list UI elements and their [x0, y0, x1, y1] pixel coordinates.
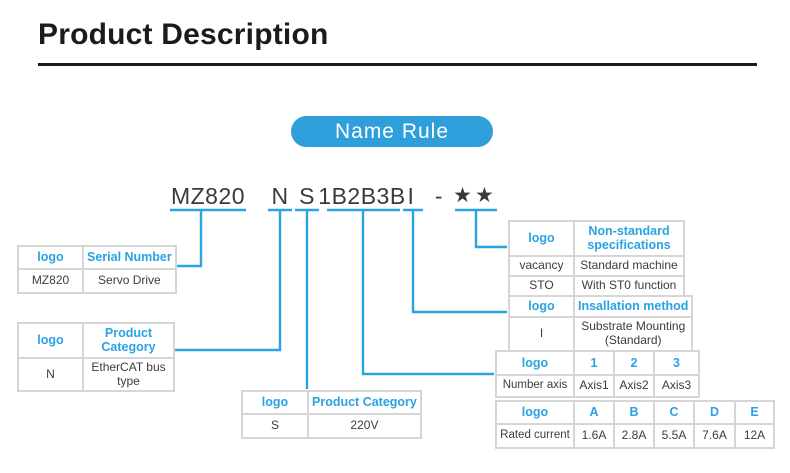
- number-axis-table: logo 1 2 3 Number axis Axis1 Axis2 Axis3: [495, 350, 700, 398]
- header-cell: logo: [241, 390, 309, 415]
- table-cell: Number axis: [495, 374, 575, 398]
- header-cell: logo: [17, 322, 84, 359]
- connector-mounting: [411, 210, 507, 314]
- header-cell: logo: [508, 295, 575, 318]
- header-cell: Non-standard specifications: [573, 220, 685, 257]
- header-cell: logo: [508, 220, 575, 257]
- rated-current-table: logo A B C D E Rated current 1.6A 2.8A 5…: [495, 400, 775, 449]
- table-cell: Servo Drive: [82, 268, 177, 294]
- page-title: Product Description: [38, 18, 329, 51]
- header-cell: Insallation method: [572, 295, 694, 318]
- header-cell: C: [653, 400, 695, 425]
- code-segment-dash: -: [434, 183, 444, 209]
- name-rule-badge: Name Rule: [291, 116, 493, 147]
- code-segment-stars: ★★: [453, 184, 497, 207]
- table-cell: 2.8A: [613, 423, 655, 449]
- title-underline: [38, 63, 757, 66]
- code-segment-axes: 1B2B3B: [318, 183, 406, 209]
- code-segment-voltage: S: [299, 183, 315, 209]
- table-cell: 7.6A: [693, 423, 736, 449]
- connector-bus: [175, 210, 282, 352]
- product-category-n-table: logo Product Category N EtherCAT bus typ…: [17, 322, 175, 393]
- table-cell: 5.5A: [653, 423, 695, 449]
- header-cell: 1: [573, 350, 615, 376]
- product-category-s-table: logo Product Category S 220V: [241, 390, 422, 439]
- table-cell: STO: [508, 274, 575, 297]
- connector-axes: [361, 210, 494, 376]
- header-cell: E: [734, 400, 775, 425]
- connector-stars: [474, 210, 507, 249]
- header-cell: logo: [17, 245, 84, 270]
- table-cell: MZ820: [17, 268, 84, 294]
- non-standard-spec-table: logo Non-standard specifications vacancy…: [508, 220, 685, 297]
- connector-serial: [175, 210, 203, 268]
- header-cell: Serial Number: [82, 245, 177, 270]
- table-cell: With ST0 function: [573, 274, 685, 297]
- serial-number-table: logo Serial Number MZ820 Servo Drive: [17, 245, 177, 294]
- table-cell: I: [508, 316, 575, 352]
- header-cell: D: [693, 400, 736, 425]
- header-cell: logo: [495, 400, 575, 425]
- table-cell: Rated current: [495, 423, 575, 449]
- table-cell: N: [17, 356, 84, 393]
- header-cell: A: [573, 400, 615, 425]
- code-segment-mounting: I: [407, 183, 415, 209]
- model-code: MZ820 N S 1B2B3B I - ★★: [0, 183, 790, 209]
- code-segment-bus: N: [271, 183, 289, 209]
- code-segment-serial: MZ820: [170, 183, 246, 209]
- table-cell: 12A: [734, 423, 775, 449]
- table-cell: Axis3: [653, 374, 700, 398]
- table-cell: 220V: [307, 413, 422, 439]
- header-cell: 2: [613, 350, 655, 376]
- table-cell: vacancy: [508, 254, 575, 277]
- header-cell: 3: [653, 350, 700, 376]
- table-cell: EtherCAT bus type: [82, 356, 175, 393]
- installation-method-table: logo Insallation method I Substrate Moun…: [508, 295, 694, 352]
- header-cell: B: [613, 400, 655, 425]
- table-cell: Standard machine: [573, 254, 685, 277]
- table-cell: 1.6A: [573, 423, 615, 449]
- table-cell: Substrate Mounting (Standard): [572, 316, 694, 352]
- header-cell: logo: [495, 350, 575, 376]
- header-cell: Product Category: [307, 390, 422, 415]
- table-cell: Axis1: [573, 374, 615, 398]
- header-cell: Product Category: [82, 322, 175, 359]
- table-cell: Axis2: [613, 374, 655, 398]
- table-cell: S: [241, 413, 309, 439]
